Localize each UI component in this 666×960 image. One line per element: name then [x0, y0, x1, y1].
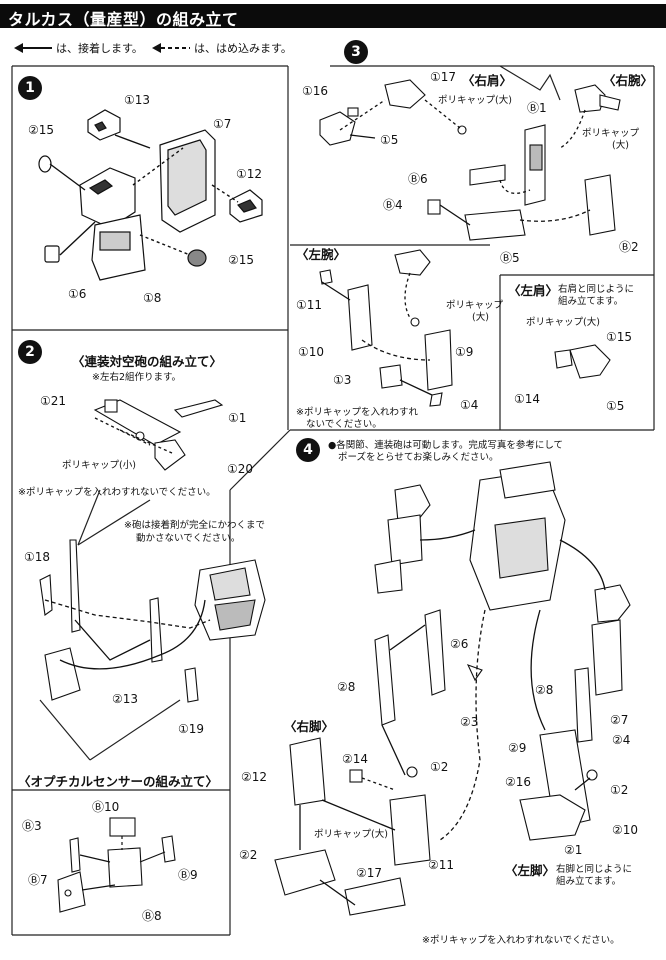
part-label: ②16 [505, 775, 532, 789]
left-leg-title: 〈左脚〉 [505, 863, 556, 878]
legend-fit-text: は、はめ込みます。 [194, 42, 292, 55]
section-subtitle: 〈オプチカルセンサーの組み立て〉 [18, 774, 219, 789]
note-text: ※ポリキャップを入れわすれないでください。 [18, 487, 216, 498]
note-text: ※ポリキャップを入れわすれ [296, 407, 418, 418]
part-label: Ⓑ8 [142, 909, 162, 923]
legend-glue-text: は、接着します。 [56, 42, 143, 55]
polycap-label: ポリキャップ [446, 300, 504, 311]
part-label: ①8 [143, 291, 162, 305]
polycap-label: (大) [472, 312, 489, 323]
part-label: Ⓑ9 [178, 868, 198, 882]
left-arm-title: 〈左腕〉 [296, 247, 347, 262]
part-label: ①17 [430, 70, 457, 84]
left-shoulder-title: 〈左肩〉 [508, 283, 559, 298]
polycap-label: ポリキャップ(大) [314, 829, 388, 840]
part-label: ①15 [606, 330, 633, 344]
polycap-label: ポリキャップ(小) [62, 460, 136, 471]
part-label: Ⓑ2 [619, 240, 639, 254]
polycap-label: ポリキャップ(大) [438, 95, 512, 106]
step-number-3: 3 [344, 40, 368, 64]
note-text: ●各関節、連装砲は可動します。完成写真を参考にして [328, 440, 564, 451]
step-number-2: 2 [18, 340, 42, 364]
section-subtitle: 〈連装対空砲の組み立て〉 [72, 354, 223, 369]
part-label: ②4 [612, 733, 631, 747]
part-label: ①11 [296, 298, 323, 312]
note-text: 組み立てます。 [556, 876, 622, 887]
part-label: ②17 [356, 866, 383, 880]
note-text: 組み立てます。 [558, 296, 624, 307]
part-label: ①5 [380, 133, 399, 147]
polycap-label: (大) [612, 140, 629, 151]
part-label: Ⓑ7 [28, 873, 48, 887]
page-title: タルカス（量産型）の組み立て [8, 10, 239, 29]
right-leg-title: 〈右脚〉 [284, 719, 335, 734]
part-label: ①21 [40, 394, 67, 408]
part-label: ②10 [612, 823, 639, 837]
part-label: ②7 [610, 713, 629, 727]
part-label: ①20 [227, 462, 254, 476]
note-text: ※砲は接着剤が完全にかわくまで [124, 520, 265, 531]
part-label: ①19 [178, 722, 205, 736]
part-label: ①7 [213, 117, 232, 131]
part-label: ②3 [460, 715, 479, 729]
part-label: ②1 [564, 843, 583, 857]
part-label: ②13 [112, 692, 139, 706]
note-text: 動かさないでください。 [136, 533, 241, 544]
note-text: ないでください。 [306, 419, 382, 430]
part-label: ②14 [342, 752, 369, 766]
note-text: 右肩と同じように [558, 284, 635, 295]
polycap-label: ポリキャップ(大) [526, 317, 600, 328]
step-number-1: 1 [18, 76, 42, 100]
part-label: ②11 [428, 858, 455, 872]
part-label: ①9 [455, 345, 474, 359]
part-label: ①18 [24, 550, 51, 564]
part-label: ②8 [535, 683, 554, 697]
part-label: ②8 [337, 680, 356, 694]
part-label: ①2 [610, 783, 629, 797]
part-label: Ⓑ1 [527, 101, 547, 115]
note-text: ポーズをとらせてお楽しみください。 [338, 452, 499, 463]
part-label: Ⓑ6 [408, 172, 428, 186]
part-label: ①4 [460, 398, 479, 412]
part-label: ①13 [124, 93, 151, 107]
part-label: ②15 [28, 123, 55, 137]
part-label: ①3 [333, 373, 352, 387]
part-label: Ⓑ10 [92, 800, 120, 814]
part-label: ①2 [430, 760, 449, 774]
part-label: ①14 [514, 392, 541, 406]
part-label: ①12 [236, 167, 263, 181]
fit-arrow-icon [152, 43, 190, 53]
part-label: Ⓑ4 [383, 198, 403, 212]
footnote-text: ※ポリキャップを入れわすれないでください。 [422, 935, 620, 946]
note-text: ※左右2組作ります。 [92, 372, 182, 383]
right-arm-title: 〈右腕〉 [603, 73, 654, 88]
glue-arrow-icon [14, 43, 52, 53]
part-label: ①6 [68, 287, 87, 301]
part-label: ②2 [239, 848, 258, 862]
part-label: ②9 [508, 741, 527, 755]
polycap-label: ポリキャップ [582, 128, 640, 139]
part-label: ②6 [450, 637, 469, 651]
note-text: 右脚と同じように [556, 864, 633, 875]
part-label: Ⓑ5 [500, 251, 520, 265]
part-label: ①5 [606, 399, 625, 413]
header-bar: タルカス（量産型）の組み立て [0, 4, 666, 29]
right-shoulder-title: 〈右肩〉 [462, 73, 513, 88]
part-label: ②12 [241, 770, 268, 784]
part-label: ①1 [228, 411, 247, 425]
part-label: ①10 [298, 345, 325, 359]
step-number-4: 4 [296, 438, 320, 462]
part-label: ①16 [302, 84, 329, 98]
part-label: ②15 [228, 253, 255, 267]
part-label: Ⓑ3 [22, 819, 42, 833]
